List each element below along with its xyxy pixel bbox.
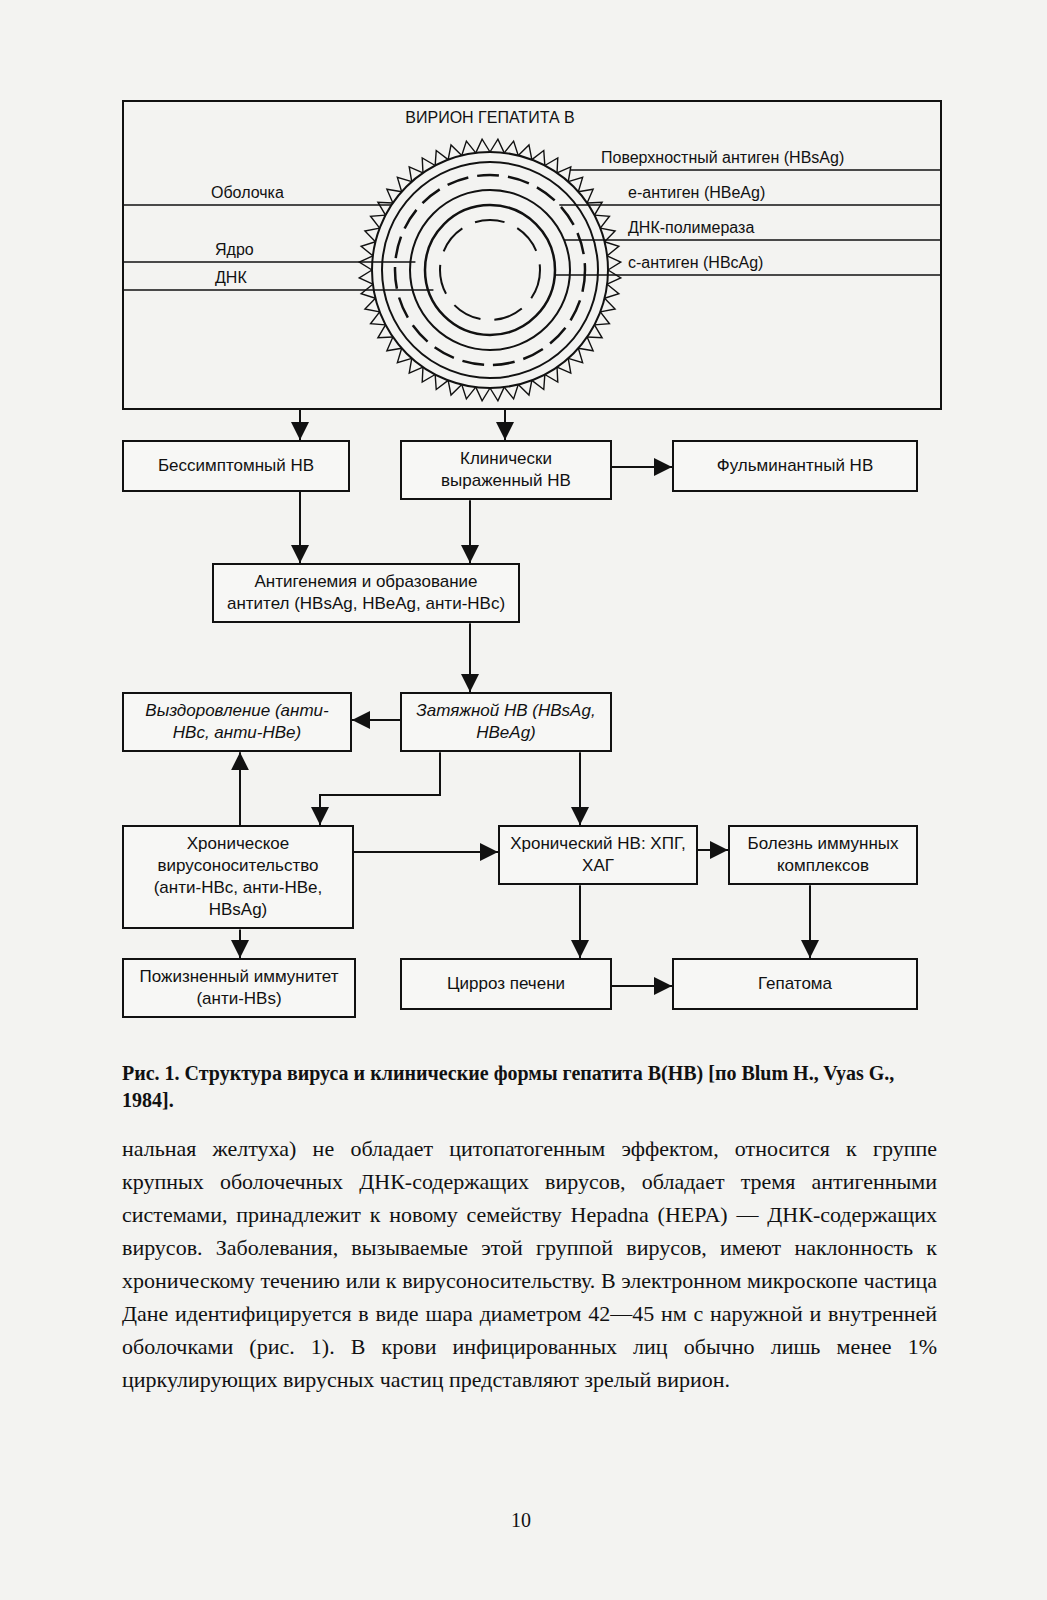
box-label: Затяжной НВ (HBsAg, HBeAg) — [410, 700, 602, 744]
box-label: Хроническое вирусоносительство (анти-HBc… — [132, 833, 344, 921]
box-label: Бессимптомный НВ — [132, 455, 340, 477]
flow-arrow — [698, 849, 728, 851]
figure-heading: ВИРИОН ГЕПАТИТА В — [132, 108, 848, 129]
flow-arrow — [299, 410, 301, 440]
virion-ring — [395, 175, 585, 365]
leader-line — [564, 239, 940, 241]
process-box: Пожизненный иммунитет (анти-HBs) — [122, 958, 356, 1018]
surface-spike — [545, 158, 558, 173]
flow-arrow — [469, 500, 471, 563]
process-box: Гепатома — [672, 958, 918, 1010]
flow-arrow — [504, 410, 506, 440]
surface-spike — [490, 139, 504, 153]
surface-spike — [476, 387, 490, 401]
virion — [124, 139, 940, 401]
process-box: Затяжной НВ (HBsAg, HBeAg) — [400, 692, 612, 752]
flow-arrow — [469, 623, 471, 692]
flow-arrow — [354, 851, 498, 853]
part-label: с-антиген (HBcAg) — [625, 253, 766, 272]
box-label: Цирроз печени — [410, 973, 602, 995]
box-label: Пожизненный иммунитет (анти-HBs) — [132, 966, 346, 1010]
part-label: ДНК — [212, 268, 250, 287]
leader-line — [555, 274, 940, 276]
figure-caption: Рис. 1. Структура вируса и клинические ф… — [122, 1060, 937, 1114]
surface-spike — [607, 270, 621, 284]
process-box: Выздоровление (анти-HBc, анти-HBe) — [122, 692, 352, 752]
process-box: Хроническое вирусоносительство (анти-HBc… — [122, 825, 354, 929]
process-box: Болезнь иммунных комплексов — [728, 825, 918, 885]
box-label: Фульминантный НВ — [682, 455, 908, 477]
surface-spike — [587, 202, 602, 215]
virion-ring — [372, 152, 608, 388]
box-label: Хронический НВ: ХПГ, ХАГ — [508, 833, 688, 877]
surface-spike — [545, 367, 558, 382]
virion-ring — [410, 190, 570, 350]
surface-spike — [422, 367, 435, 382]
flow-arrow — [239, 929, 241, 958]
part-label: е-антиген (HBeAg) — [625, 183, 768, 202]
process-box: Фульминантный НВ — [672, 440, 918, 492]
process-box: Антигенемия и образование антител (HBsAg… — [212, 563, 520, 623]
box-label: Клинически выраженный НВ — [410, 448, 602, 492]
process-box: Клинически выраженный НВ — [400, 440, 612, 500]
box-label: Гепатома — [682, 973, 908, 995]
box-label: Болезнь иммунных комплексов — [738, 833, 908, 877]
page-number: 10 — [508, 1508, 534, 1532]
surface-spike — [359, 256, 373, 270]
flow-arrow — [579, 885, 581, 958]
process-box: Бессимптомный НВ — [122, 440, 350, 492]
surface-spike — [359, 270, 373, 284]
part-label: ДНК-полимераза — [625, 218, 757, 237]
flow-arrow — [809, 885, 811, 958]
body-text: нальная желтуха) не обладает цитопатоген… — [122, 1132, 937, 1396]
leader-line — [570, 169, 940, 171]
surface-spike — [587, 325, 602, 338]
virion-ring — [425, 205, 555, 335]
flow-arrow — [579, 752, 581, 825]
box-label: Выздоровление (анти-HBc, анти-HBe) — [132, 700, 342, 744]
flow-arrow — [612, 985, 672, 987]
surface-spike — [378, 325, 393, 338]
flow-arrow — [612, 466, 672, 468]
flow-arrow — [352, 719, 400, 721]
flow-arrow — [239, 752, 241, 825]
leader-line — [559, 204, 940, 206]
virion-ring — [382, 162, 598, 378]
leader-line — [124, 289, 433, 291]
surface-spike — [607, 256, 621, 270]
flow-arrow — [299, 492, 301, 563]
flow-arrow — [320, 752, 440, 825]
leader-line — [124, 204, 392, 206]
part-label: Ядро — [212, 240, 257, 259]
leader-line — [124, 261, 415, 263]
surface-spike — [476, 139, 490, 153]
box-label: Антигенемия и образование антител (HBsAg… — [222, 571, 510, 615]
surface-spike — [378, 202, 393, 215]
part-label: Оболочка — [208, 183, 287, 202]
process-box: Цирроз печени — [400, 958, 612, 1010]
part-label: Поверхностный антиген (HBsAg) — [598, 148, 847, 167]
surface-spike — [490, 387, 504, 401]
virion-ring — [440, 220, 540, 320]
process-box: Хронический НВ: ХПГ, ХАГ — [498, 825, 698, 885]
surface-spike — [422, 158, 435, 173]
